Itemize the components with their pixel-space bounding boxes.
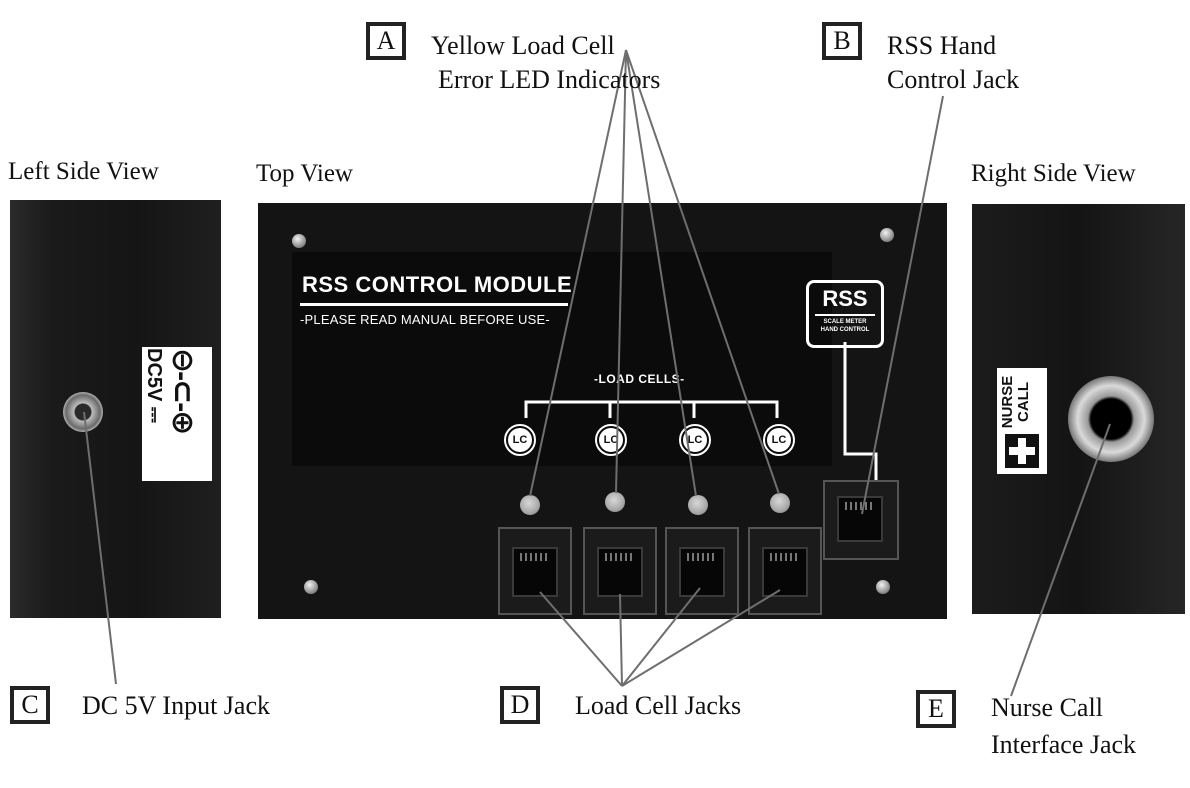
module-subtitle: -PLEASE READ MANUAL BEFORE USE- — [300, 312, 550, 327]
callout-e-line1: Nurse Call — [991, 693, 1103, 722]
screw-icon — [876, 580, 890, 594]
callout-c-marker: C — [10, 686, 50, 724]
dc-5v-input-jack[interactable] — [63, 392, 103, 432]
callout-a-marker: A — [366, 22, 406, 60]
callout-e-marker: E — [916, 690, 956, 728]
callout-b-line2: Control Jack — [887, 65, 1020, 94]
load-cells-title: -LOAD CELLS- — [594, 372, 685, 386]
lc-badge-3: LC — [679, 424, 711, 456]
load-cell-jack-1[interactable] — [498, 527, 572, 615]
load-cell-led-4 — [770, 493, 790, 513]
medical-cross-icon — [1005, 434, 1039, 468]
module-title: RSS CONTROL MODULE — [302, 272, 573, 297]
dc-power-label — [142, 347, 212, 481]
callout-b-line1: RSS Hand — [887, 31, 997, 60]
screw-icon — [304, 580, 318, 594]
load-cell-led-2 — [605, 492, 625, 512]
rss-hand-control-label: RSS SCALE METER HAND CONTROL — [806, 280, 884, 348]
left-side-view-title: Left Side View — [8, 158, 159, 185]
screw-icon — [880, 228, 894, 242]
screw-icon — [292, 234, 306, 248]
callout-b-marker: B — [822, 22, 862, 60]
load-cell-jack-3[interactable] — [665, 527, 739, 615]
load-cell-led-3 — [688, 495, 708, 515]
lc-badge-2: LC — [595, 424, 627, 456]
nurse-call-plate — [997, 368, 1047, 474]
module-label-area — [292, 252, 832, 466]
rss-hand-control-jack[interactable] — [823, 480, 899, 560]
callout-a-line2: Error LED Indicators — [438, 65, 661, 94]
top-view-title: Top View — [256, 160, 353, 187]
callout-e-line2: Interface Jack — [991, 730, 1137, 759]
right-side-view-title: Right Side View — [971, 160, 1136, 187]
nurse-call-interface-jack[interactable] — [1068, 376, 1154, 462]
callout-a-line1: Yellow Load Cell — [431, 31, 615, 60]
callout-c-text: DC 5V Input Jack — [82, 691, 271, 720]
lc-badge-4: LC — [763, 424, 795, 456]
module-title-rule — [300, 303, 568, 306]
callout-d-marker: D — [500, 686, 540, 724]
load-cell-jack-4[interactable] — [748, 527, 822, 615]
load-cell-led-1 — [520, 495, 540, 515]
lc-badge-1: LC — [504, 424, 536, 456]
callout-d-text: Load Cell Jacks — [575, 691, 742, 720]
